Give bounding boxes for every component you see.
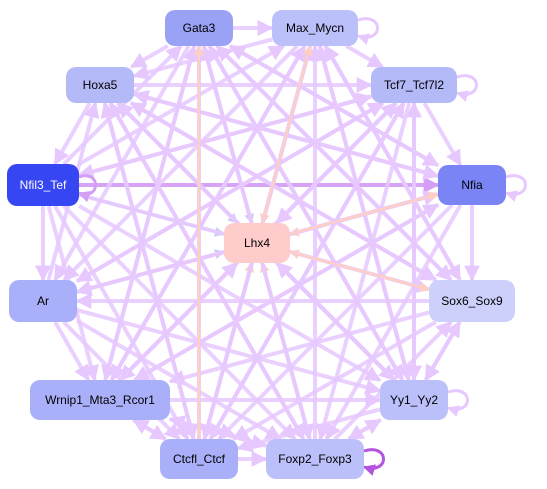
edge-lhx4-to-sox6 bbox=[289, 250, 430, 292]
node-sox6[interactable]: Sox6_Sox9 bbox=[429, 280, 515, 322]
node-label-tcf7: Tcf7_Tcf7l2 bbox=[384, 78, 444, 92]
node-box-tcf7 bbox=[371, 67, 457, 103]
node-box-nfil3 bbox=[7, 164, 79, 206]
node-box-ar bbox=[9, 280, 77, 322]
node-box-foxp2 bbox=[266, 439, 364, 479]
node-wrnip1[interactable]: Wrnip1_Mta3_Rcor1 bbox=[30, 380, 170, 420]
node-label-sox6: Sox6_Sox9 bbox=[441, 294, 503, 308]
edge-sox6-to-wrnip1 bbox=[168, 310, 430, 386]
node-box-yy1 bbox=[380, 380, 448, 420]
node-yy1[interactable]: Yy1_Yy2 bbox=[380, 380, 448, 420]
node-label-foxp2: Foxp2_Foxp3 bbox=[278, 452, 352, 466]
node-label-gata3: Gata3 bbox=[183, 21, 216, 35]
node-label-ctcfl: Ctcfl_Ctcf bbox=[173, 452, 226, 466]
node-max[interactable]: Max_Mycn bbox=[272, 10, 358, 46]
node-ctcfl[interactable]: Ctcfl_Ctcf bbox=[160, 439, 238, 479]
edge-sox6-to-yy1 bbox=[423, 320, 462, 382]
node-label-nfil3: Nfil3_Tef bbox=[20, 178, 67, 192]
node-box-gata3 bbox=[165, 10, 233, 46]
edge-yy1-to-foxp2 bbox=[347, 418, 382, 441]
edge-hoxa5-to-nfil3 bbox=[53, 102, 92, 166]
edge-lhx4-to-max bbox=[261, 45, 313, 224]
edge-lhx4-to-nfia bbox=[289, 191, 439, 236]
node-label-ar: Ar bbox=[37, 294, 49, 308]
node-label-wrnip1: Wrnip1_Mta3_Rcor1 bbox=[45, 393, 155, 407]
node-hoxa5[interactable]: Hoxa5 bbox=[66, 67, 134, 103]
edge-foxp2-to-hoxa5 bbox=[108, 101, 306, 440]
node-box-max bbox=[272, 10, 358, 46]
node-lhx4[interactable]: Lhx4 bbox=[224, 223, 290, 263]
node-nfil3[interactable]: Nfil3_Tef bbox=[7, 164, 79, 206]
self-loop-tcf7 bbox=[455, 74, 478, 102]
edge-sox6-to-max bbox=[323, 44, 462, 281]
self-loop-max bbox=[356, 17, 379, 45]
edge-foxp2-to-wrnip1 bbox=[168, 415, 267, 448]
edge-ar-to-tcf7 bbox=[75, 101, 385, 283]
node-label-hoxa5: Hoxa5 bbox=[83, 78, 118, 92]
edge-gata3-to-hoxa5 bbox=[129, 44, 169, 69]
node-label-lhx4: Lhx4 bbox=[244, 236, 270, 250]
self-loop-nfil3 bbox=[77, 174, 97, 203]
node-ar[interactable]: Ar bbox=[9, 280, 77, 322]
edge-wrnip1-to-gata3 bbox=[103, 44, 199, 381]
edge-wrnip1-to-max bbox=[109, 44, 307, 382]
node-box-nfia bbox=[438, 165, 506, 205]
self-loop-nfia bbox=[504, 174, 527, 202]
node-box-lhx4 bbox=[224, 223, 290, 263]
edge-ctcfl-to-hoxa5 bbox=[100, 101, 196, 440]
edge-wrnip1-to-ctcfl bbox=[132, 418, 167, 441]
edge-ar-to-wrnip1 bbox=[53, 321, 91, 382]
node-label-yy1: Yy1_Yy2 bbox=[390, 393, 438, 407]
edge-yy1-to-gata3 bbox=[207, 44, 405, 382]
self-loops-layer bbox=[77, 17, 527, 476]
node-nfia[interactable]: Nfia bbox=[438, 165, 506, 205]
node-label-max: Max_Mycn bbox=[286, 21, 344, 35]
self-loop-yy1 bbox=[446, 389, 469, 417]
edge-tcf7-to-nfia bbox=[422, 101, 463, 167]
node-box-hoxa5 bbox=[66, 67, 134, 103]
edge-nfil3-to-yy1 bbox=[77, 204, 382, 383]
node-box-wrnip1 bbox=[30, 380, 170, 420]
node-gata3[interactable]: Gata3 bbox=[165, 10, 233, 46]
node-label-nfia: Nfia bbox=[461, 178, 483, 192]
edge-tcf7-to-nfil3 bbox=[77, 94, 372, 180]
node-foxp2[interactable]: Foxp2_Foxp3 bbox=[266, 439, 364, 479]
node-box-sox6 bbox=[429, 280, 515, 322]
edge-wrnip1-to-nfia bbox=[133, 202, 440, 382]
edge-sox6-to-hoxa5 bbox=[129, 101, 437, 282]
node-tcf7[interactable]: Tcf7_Tcf7l2 bbox=[371, 67, 457, 103]
self-loop-foxp2 bbox=[362, 448, 385, 476]
edge-max-to-tcf7 bbox=[345, 44, 385, 69]
edges-layer bbox=[35, 20, 480, 467]
node-box-ctcfl bbox=[160, 439, 238, 479]
edge-ctcfl-to-tcf7 bbox=[208, 101, 406, 440]
